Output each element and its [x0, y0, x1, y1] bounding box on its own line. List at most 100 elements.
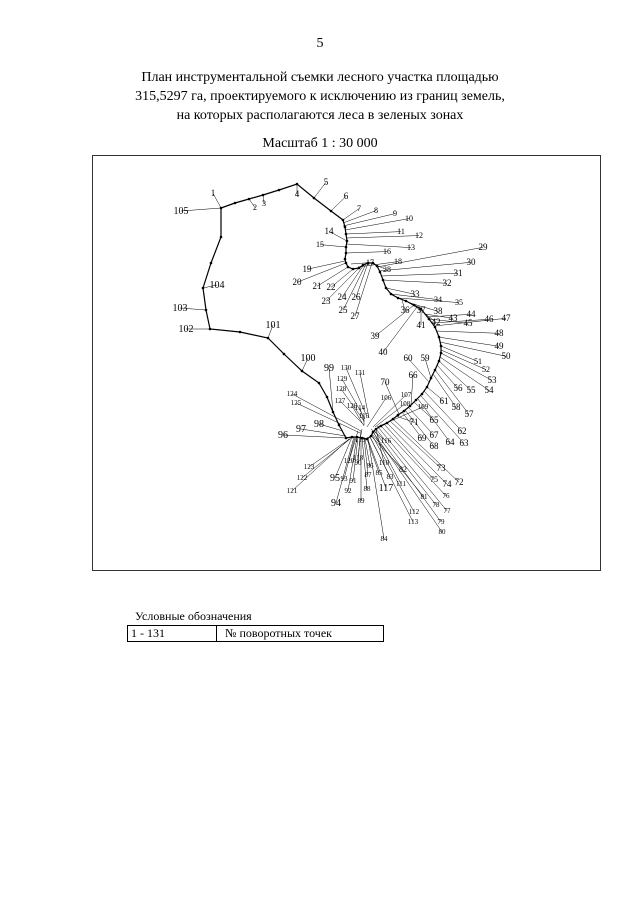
point-label: 75 — [430, 475, 438, 484]
point-label: 13 — [407, 243, 415, 252]
leader-line — [296, 262, 347, 283]
point-label: 53 — [488, 375, 498, 385]
leader-line — [300, 428, 347, 437]
point-label: 124 — [287, 390, 298, 398]
leader-line — [202, 284, 218, 289]
leader-line — [359, 428, 363, 440]
leader-line — [375, 428, 385, 463]
point-label: 127 — [335, 397, 346, 405]
leader-line — [366, 436, 387, 489]
point-label: 92 — [345, 487, 353, 495]
point-label: 34 — [434, 295, 442, 304]
point-label: 39 — [371, 331, 381, 341]
point-label: 26 — [352, 292, 362, 302]
leader-line — [432, 373, 457, 408]
point-label: 113 — [408, 518, 419, 526]
legend-table: 1 - 131 № поворотных точек — [127, 625, 384, 642]
legend-description: № поворотных точек — [225, 626, 332, 640]
leader-line — [382, 306, 418, 353]
point-label: 129 — [337, 375, 348, 383]
leader-line — [413, 401, 435, 421]
point-label: 122 — [297, 474, 308, 482]
point-label: 82 — [399, 465, 407, 474]
point-label: 11 — [397, 227, 405, 236]
leader-line — [267, 324, 274, 339]
point-label: 88 — [364, 485, 372, 493]
point-label: 125 — [291, 399, 302, 407]
point-label: 89 — [358, 497, 366, 505]
leader-line — [325, 267, 360, 302]
leader-line — [366, 438, 380, 473]
leader-line — [440, 345, 479, 362]
leader-line — [344, 218, 410, 231]
point-label: 102 — [179, 324, 194, 335]
leader-line — [363, 437, 369, 475]
point-label: 52 — [482, 365, 490, 374]
leader-line — [373, 432, 402, 485]
point-label: 2 — [253, 203, 257, 212]
vertex-point — [238, 330, 242, 334]
leader-line — [440, 349, 487, 370]
vertex-point — [378, 270, 382, 274]
point-label: 117 — [379, 483, 394, 494]
point-label: 93 — [341, 475, 349, 483]
point-label: 31 — [454, 268, 463, 278]
point-label: 108 — [400, 400, 411, 408]
point-label: 84 — [381, 535, 389, 543]
leader-line — [319, 244, 347, 248]
leader-line — [343, 436, 356, 479]
leader-line — [376, 247, 484, 268]
title-line-1: План инструментальной съемки лесного уча… — [141, 70, 499, 85]
point-label: 30 — [467, 257, 477, 267]
leader-line — [423, 390, 463, 432]
leader-line — [318, 423, 344, 432]
vertex-point — [371, 261, 375, 265]
point-label: 128 — [336, 385, 347, 393]
point-label: 16 — [383, 247, 391, 256]
vertex-point — [361, 263, 365, 267]
point-label: 59 — [421, 353, 431, 363]
point-label: 63 — [460, 438, 470, 448]
point-label: 44 — [467, 309, 477, 319]
leader-line — [359, 372, 370, 419]
point-label: 64 — [446, 437, 456, 447]
leader-line — [384, 382, 400, 415]
vertex-point — [402, 409, 406, 413]
title-line-2: 315,5297 га, проектируемого к исключению… — [135, 89, 505, 104]
leader-line — [426, 314, 472, 318]
leader-line — [431, 319, 490, 324]
point-label: 7 — [357, 204, 361, 213]
leader-line — [374, 403, 406, 428]
leader-line — [345, 235, 420, 239]
point-label: 35 — [455, 298, 463, 307]
leader-line — [335, 436, 355, 504]
leader-line — [374, 264, 388, 270]
leader-line — [370, 428, 387, 442]
leader-line — [341, 378, 366, 420]
page-number: 5 — [316, 36, 324, 51]
point-label: 91 — [350, 477, 358, 485]
leader-line — [380, 425, 447, 497]
point-label: 80 — [439, 528, 447, 536]
point-label: 71 — [410, 417, 419, 427]
leader-line — [401, 299, 406, 311]
leader-line — [422, 311, 437, 323]
leader-line — [440, 352, 493, 381]
point-label: 9 — [393, 209, 397, 218]
point-label: 97 — [296, 424, 306, 435]
point-label: 67 — [430, 430, 440, 440]
point-label: 86 — [367, 462, 375, 470]
leader-line — [392, 418, 460, 483]
point-label: 5 — [324, 177, 329, 187]
point-label: 101 — [266, 320, 281, 331]
point-label: 121 — [287, 487, 298, 495]
map-scale: Масштаб 1 : 30 000 — [262, 136, 378, 151]
point-label: 118 — [353, 454, 364, 462]
leader-line — [370, 435, 404, 470]
vertex-point — [343, 257, 347, 261]
leader-line — [371, 433, 425, 498]
leader-line — [345, 243, 412, 248]
leader-line — [330, 268, 354, 288]
point-label: 57 — [465, 409, 475, 419]
